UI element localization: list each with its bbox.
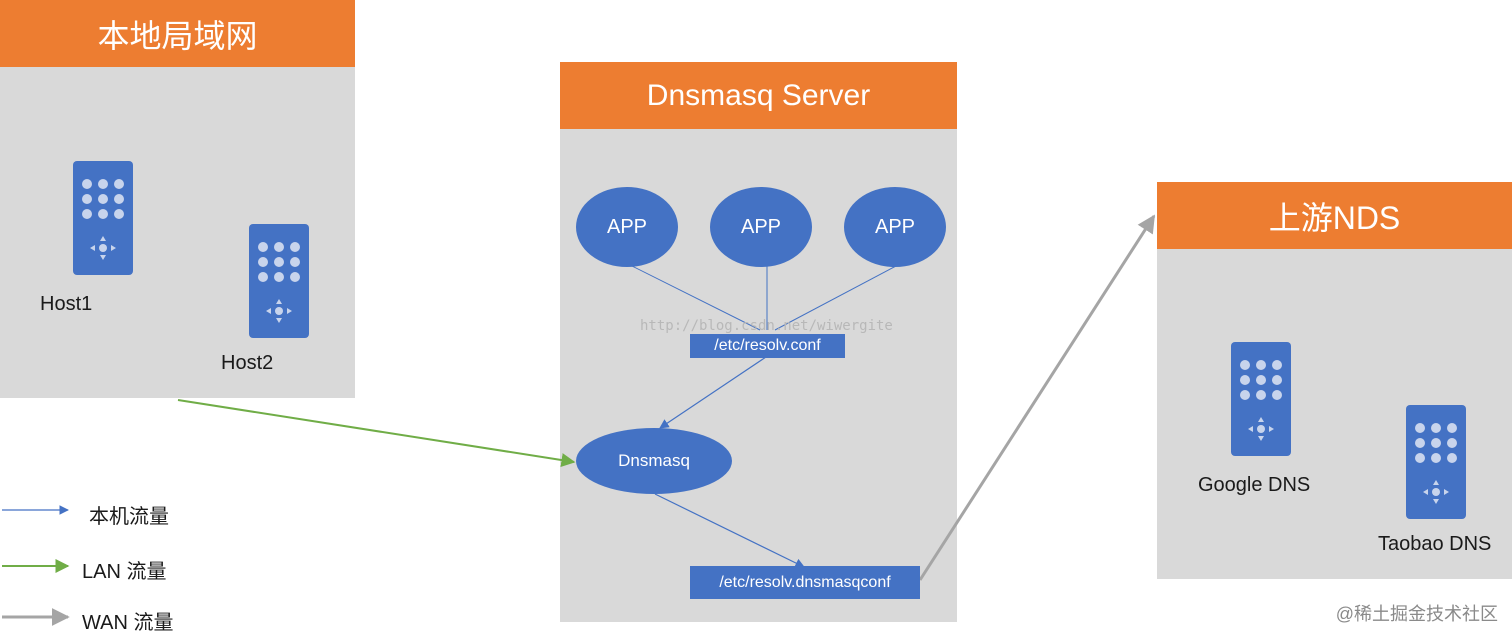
- legend-lan-flow-label: LAN 流量: [82, 561, 167, 583]
- host1-device-icon: [73, 161, 133, 275]
- taobao-dns-label: Taobao DNS: [1378, 533, 1492, 555]
- lan-to-dnsmasq-edge: [177, 399, 576, 467]
- resolv-dnsmasqconf-node: /etc/resolv.dnsmasqconf: [690, 566, 920, 599]
- legend-local-flow-label: 本机流量: [89, 506, 169, 528]
- resolv-conf-to-dnsmasq-edge: [659, 356, 767, 429]
- app-node-3-label: APP: [874, 215, 916, 238]
- host1-label: Host1: [40, 293, 93, 315]
- dnsmasq-to-upstream-edge: [918, 214, 1156, 581]
- app1-to-resolv-conf-edge: [627, 263, 761, 331]
- dnsmasq-node: Dnsmasq: [576, 428, 732, 494]
- app-node-1-label: APP: [606, 215, 648, 238]
- host2-device-icon: [249, 224, 309, 338]
- dnsmasq-to-resolv-dnsmasqconf-edge: [654, 493, 805, 568]
- resolv-conf-label: /etc/resolv.conf: [714, 337, 821, 354]
- upstream-panel-title: 上游NDS: [1157, 182, 1512, 249]
- app-node-3: APP: [844, 187, 946, 267]
- taobao-dns-device-icon: [1406, 405, 1466, 519]
- dnsmasq-node-label: Dnsmasq: [618, 451, 690, 470]
- app3-to-resolv-conf-edge: [774, 265, 897, 331]
- google-dns-label: Google DNS: [1198, 474, 1311, 496]
- server-panel-title: Dnsmasq Server: [560, 62, 957, 129]
- resolv-conf-node: /etc/resolv.conf: [690, 334, 845, 358]
- credit-text: @稀土掘金技术社区: [1335, 604, 1498, 624]
- google-dns-device-icon: [1231, 342, 1291, 456]
- app-node-2-label: APP: [740, 215, 782, 238]
- watermark-text: http://blog.csdn.net/wiwergite: [640, 318, 893, 334]
- resolv-dnsmasqconf-label: /etc/resolv.dnsmasqconf: [719, 573, 891, 591]
- legend-wan-flow-label: WAN 流量: [82, 612, 174, 634]
- app-node-1: APP: [576, 187, 678, 267]
- host2-label: Host2: [221, 352, 274, 374]
- lan-panel-title: 本地局域网: [0, 0, 355, 67]
- lan-panel: 本地局域网: [0, 0, 355, 398]
- app-node-2: APP: [710, 187, 812, 267]
